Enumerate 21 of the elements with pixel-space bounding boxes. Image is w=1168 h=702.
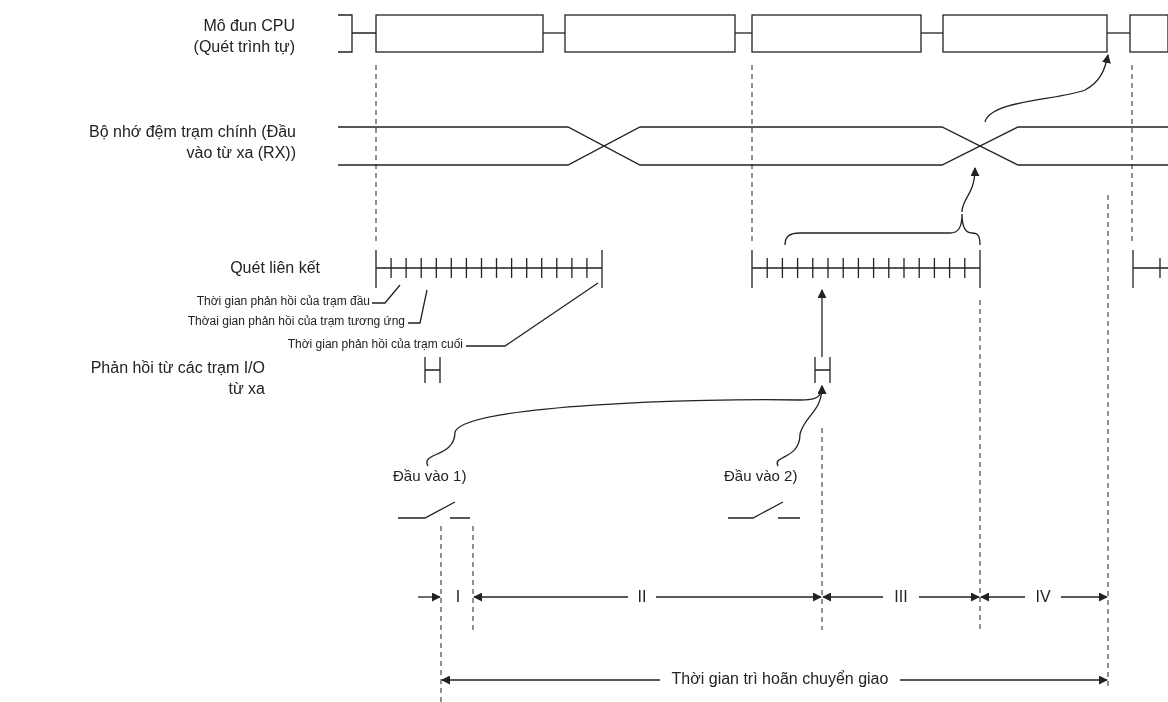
delay-label: Thời gian trì hoãn chuyển giao [660, 669, 900, 690]
leader-line [371, 284, 401, 304]
signal-trace [337, 126, 1168, 166]
row-label: Bộ nhớ đệm trạm chính (Đầu vào từ xa (RX)) [87, 122, 296, 163]
row-label: Phản hồi từ các trạm I/O từ xa [89, 358, 265, 399]
cpu-scan-drawing [337, 14, 1168, 53]
annotation-text: Thời gian phản hồi của trạm cuối [160, 337, 463, 353]
arrow [961, 167, 980, 213]
arrow [984, 54, 1111, 123]
arrow [817, 289, 827, 358]
row-label: Quét liên kết [229, 258, 320, 278]
arrow [776, 385, 827, 467]
timeline [751, 213, 981, 289]
response-pulse [814, 356, 831, 384]
annotation-text: Thời gian phản hồi của trạm đầu [120, 294, 370, 310]
leader-line [407, 289, 428, 324]
leader-line [465, 282, 599, 347]
input-label: Đầu vào 1) [393, 466, 503, 486]
annotation-text: Thờai gian phản hồi của trạm tương ứng [100, 314, 405, 330]
row-label: Mô đun CPU (Quét trình tự) [192, 16, 295, 57]
input-label: Đầu vào 2) [724, 466, 834, 486]
